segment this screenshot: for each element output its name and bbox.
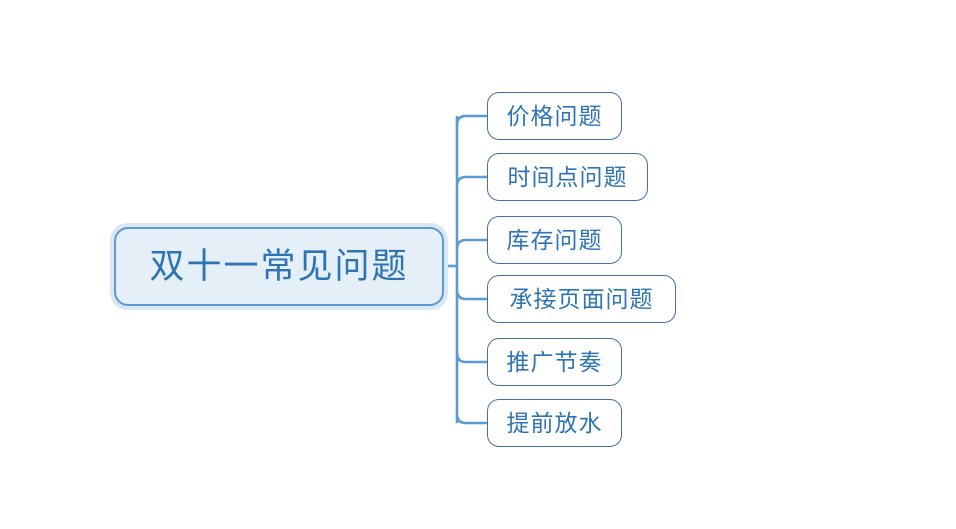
connector-branch-3	[455, 238, 487, 250]
connector-branch-5	[455, 352, 487, 364]
connector-branch-1	[455, 114, 487, 126]
branch-node-label: 提前放水	[506, 410, 603, 436]
branch-node-early-release[interactable]: 提前放水	[487, 399, 622, 447]
branch-node-inventory[interactable]: 库存问题	[487, 216, 622, 264]
branch-node-timing[interactable]: 时间点问题	[487, 153, 648, 201]
branch-node-label: 时间点问题	[507, 164, 628, 190]
connector-branch-6	[455, 413, 487, 425]
branch-node-landing-page[interactable]: 承接页面问题	[487, 275, 676, 323]
branch-node-label: 库存问题	[506, 227, 603, 253]
branch-node-price[interactable]: 价格问题	[487, 92, 622, 140]
branch-node-label: 承接页面问题	[509, 286, 654, 312]
root-node-label: 双十一常见问题	[149, 247, 409, 286]
branch-node-promotion-rhythm[interactable]: 推广节奏	[487, 338, 622, 386]
root-node[interactable]: 双十一常见问题	[110, 223, 448, 310]
root-node-body: 双十一常见问题	[114, 227, 444, 306]
branch-node-label: 推广节奏	[506, 349, 603, 375]
connector-branch-4	[455, 289, 487, 301]
branch-node-label: 价格问题	[506, 103, 603, 129]
connector-branch-2	[455, 175, 487, 187]
